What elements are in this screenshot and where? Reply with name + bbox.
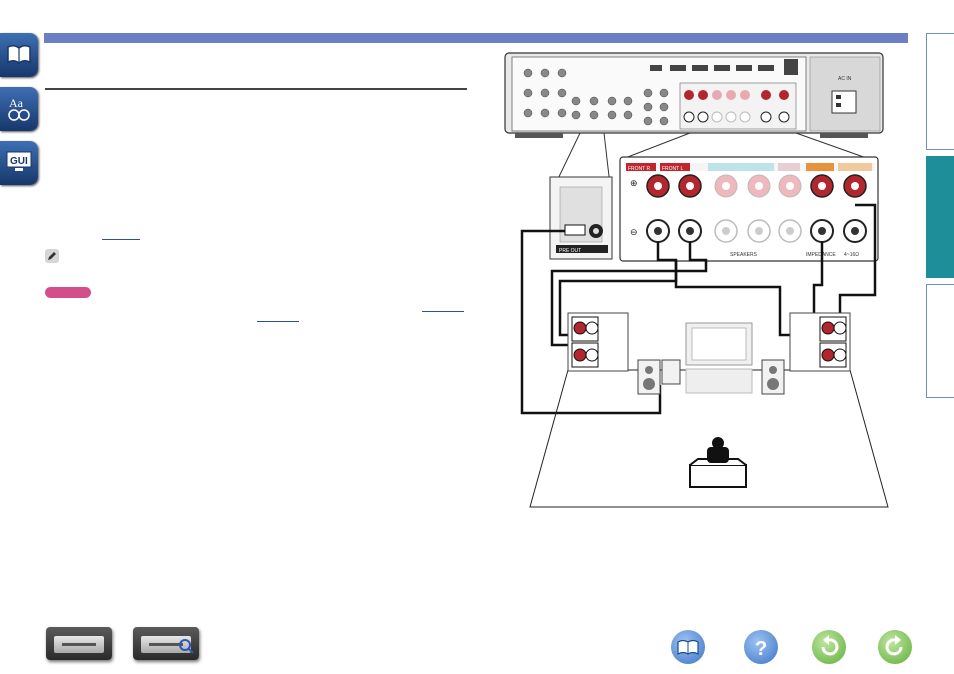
gui-icon: GUI (6, 151, 32, 171)
speaker-connection-diagram: AC IN (504, 52, 889, 508)
header-bar (44, 33, 908, 43)
pencil-note-icon (45, 249, 59, 263)
rear-panel-icon (141, 636, 194, 654)
terminal-minus-row (646, 219, 867, 243)
preout-zoom: PRE OUT (549, 176, 613, 260)
page-link[interactable] (102, 239, 140, 240)
panel-label-front-r: FRONT R (628, 166, 651, 172)
rear-panel-button[interactable] (133, 627, 199, 660)
right-tab-2-active[interactable] (926, 156, 954, 278)
plus-symbol: ⊕ (630, 178, 638, 188)
listener (689, 437, 747, 488)
page-link-2[interactable] (422, 311, 464, 312)
rear-speaker-terminals (683, 90, 790, 123)
terminal-plus-row (646, 174, 867, 198)
panel-label-front-l: FRONT L (662, 166, 684, 172)
front-panel-button[interactable] (46, 627, 112, 660)
sidebar-tab-glossary[interactable]: Aa (0, 87, 38, 131)
impedance-value: 4~16Ω (844, 252, 859, 258)
receiver-rear-panel: AC IN (504, 52, 884, 138)
page-link-3[interactable] (257, 321, 299, 322)
forward-button[interactable] (878, 630, 912, 664)
sidebar-tab-gui[interactable]: GUI (0, 141, 38, 185)
speaker-terminal-zoom: FRONT R FRONT L ⊕ ⊖ (619, 156, 879, 262)
right-tab-3[interactable] (926, 284, 954, 398)
speakers-label: SPEAKERS (730, 252, 758, 258)
help-icon: ? (755, 638, 767, 660)
back-icon (821, 635, 839, 656)
contents-button[interactable] (671, 630, 705, 664)
book-icon (7, 44, 31, 64)
gui-label: GUI (10, 156, 28, 167)
forward-icon (885, 635, 903, 656)
right-tab-1[interactable] (926, 33, 954, 150)
minus-symbol: ⊖ (630, 227, 638, 237)
help-button[interactable]: ? (744, 630, 778, 664)
room-layout (529, 312, 889, 508)
title-rule (45, 88, 467, 90)
front-panel-icon (54, 636, 104, 653)
sidebar-tab-contents[interactable] (0, 33, 38, 77)
glossary-label: Aa (9, 96, 24, 110)
speaker-cables (520, 203, 877, 415)
preout-label: PRE OUT (559, 248, 581, 254)
note-badge (45, 287, 91, 298)
ac-in-label: AC IN (838, 76, 852, 82)
back-button[interactable] (812, 630, 846, 664)
contents-book-icon (677, 639, 699, 656)
help-label: ? (755, 638, 767, 660)
glossary-icon: Aa (8, 96, 30, 121)
